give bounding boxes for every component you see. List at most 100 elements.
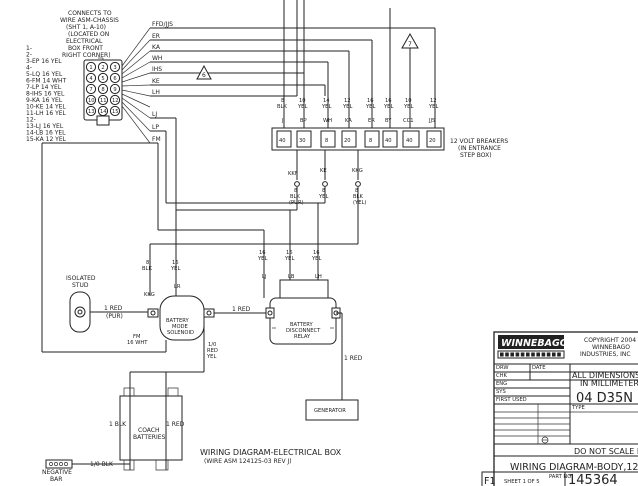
connector-pin-number: 3 xyxy=(113,65,116,71)
dimension-note: IN MILLIMETERS xyxy=(580,379,638,388)
breaker-gauge: 12 xyxy=(430,98,437,104)
breaker-color: YEL xyxy=(428,104,438,110)
solenoid-down-label: 1/0 xyxy=(208,342,216,348)
mid-color: YEL xyxy=(257,256,267,262)
batteries-wire: 1 BLK xyxy=(109,421,127,428)
legend-line: 1- xyxy=(26,45,32,52)
diagram-caption-sub: (WIRE ASM 124125-03 REV J) xyxy=(204,458,292,465)
connector-pin xyxy=(109,105,121,117)
wire-label: KE xyxy=(152,78,160,85)
title-block xyxy=(481,331,638,486)
connector-pin-number: 15 xyxy=(112,109,119,115)
batteries-wire: 1 RED xyxy=(166,421,185,428)
connector-pin-number: 2 xyxy=(101,65,104,71)
legend-line: 14-LB 16 YEL xyxy=(26,130,66,137)
logo-block xyxy=(520,352,525,357)
stud-wire-sub: (PUR) xyxy=(106,313,123,320)
generator-label: GENERATOR xyxy=(314,408,346,414)
wire-label: LH xyxy=(152,89,160,96)
breaker-gauge: 16 xyxy=(385,98,392,104)
legend-line: 15-KA 12 YEL xyxy=(26,136,67,143)
ke-gauge: 8 xyxy=(322,188,325,194)
negative-bar: NEGATIVE BAR 1/0 BLK xyxy=(42,459,130,483)
kkg-label: KKG xyxy=(352,168,363,174)
connector-pin xyxy=(97,72,109,84)
coach-batteries: COACH BATTERIES 1 BLK 1 RED xyxy=(109,371,204,471)
connector-title: CONNECTS TO WIRE ASM-CHASSIS (SHT 1, A-1… xyxy=(60,10,119,59)
left-verticals xyxy=(149,118,265,270)
logo-block xyxy=(536,352,540,357)
connector-title-line: (SHT 1, A-10) xyxy=(66,24,106,31)
breaker-wire-id: WH xyxy=(323,118,332,124)
legend-line: 6-FM 14 WHT xyxy=(26,78,67,85)
kkg-gauge: 8 xyxy=(355,188,358,194)
legend-line: 12- xyxy=(26,117,36,124)
ground-wire: 1/0 BLK xyxy=(90,461,114,468)
logo-block xyxy=(557,352,561,357)
legend-line: 3-EP 16 YEL xyxy=(26,58,62,65)
mid-gauge: 16 xyxy=(286,250,293,256)
title-field-label: ENG xyxy=(496,381,507,387)
breaker-caption: 12 VOLT BREAKERS (IN ENTRANCE STEP BOX) xyxy=(450,138,508,159)
top-feed-wires xyxy=(283,0,305,96)
breaker-gauge: 16 xyxy=(367,98,374,104)
connector-pin-number: 4 xyxy=(89,76,93,82)
breaker-wire-ids: J BP WH KA ER BY CC1 JJS xyxy=(281,118,435,124)
mid-color: YEL xyxy=(170,266,180,272)
connector-pin-number: 8 xyxy=(101,87,104,93)
connector-title-line: BOX FRONT xyxy=(68,45,103,52)
ke-color: YEL xyxy=(318,194,328,200)
isolated-stud: ISOLATED STUD 1 RED (PUR) xyxy=(66,275,148,333)
copyright-line: COPYRIGHT 2004 xyxy=(584,337,636,344)
breaker-gauge: 14 xyxy=(323,98,330,104)
winnebago-logo: WINNEBAGO xyxy=(497,335,568,359)
mid-color: YEL xyxy=(311,256,321,262)
breaker-caption-line: 12 VOLT BREAKERS xyxy=(450,138,508,145)
kkf-color: BLK xyxy=(290,194,300,200)
ground-label: NEGATIVE xyxy=(42,469,72,476)
connector-pin xyxy=(85,83,97,95)
legend-line: 10-KE 14 YEL xyxy=(26,104,66,111)
wire-label: FFD/JJS xyxy=(152,21,173,28)
logo-block xyxy=(552,352,556,357)
wire-runs xyxy=(150,27,435,144)
connector-pin xyxy=(85,94,97,106)
breaker-rating: 8 xyxy=(325,138,328,144)
connector-fan xyxy=(121,27,151,144)
breaker-wire-id: JJS xyxy=(428,118,435,124)
connector-pin xyxy=(97,105,109,117)
connector-pin-number: 12 xyxy=(112,98,119,104)
breaker-wire-id: BP xyxy=(300,118,307,124)
breaker-rating: 30 xyxy=(299,138,306,144)
kkf-label: KKF xyxy=(288,171,298,177)
breaker-rating: 8 xyxy=(369,138,372,144)
warning-triangle-icon: 6 xyxy=(196,64,212,80)
connector-pin xyxy=(85,105,97,117)
connector-pin-number: 14 xyxy=(100,109,107,115)
wire-label: WH xyxy=(152,55,162,62)
ground-label: BAR xyxy=(50,476,62,483)
connector-pin xyxy=(109,83,121,95)
breaker-wire-id: J xyxy=(281,118,284,124)
connector-pin xyxy=(97,94,109,106)
logo-block xyxy=(505,352,509,357)
breaker-color: BLK xyxy=(277,104,287,110)
logo-block xyxy=(526,352,530,357)
solenoid-label: BATTERY xyxy=(166,318,189,324)
breaker-caption-line: (IN ENTRANCE xyxy=(458,145,501,152)
relay-label: BATTERY xyxy=(290,322,313,328)
logo-block xyxy=(510,352,514,357)
breaker-feeds xyxy=(283,8,436,128)
breaker-color: YEL xyxy=(403,104,413,110)
title-field-label: DATE xyxy=(532,365,546,371)
breaker-wire-id: CC1 xyxy=(403,118,414,124)
connector-pin-number: 5 xyxy=(101,76,104,82)
mid-color: BLK xyxy=(142,266,152,272)
copyright-line: WINNEBAGO xyxy=(592,344,630,351)
drawing-number: 04 D35N xyxy=(576,391,633,406)
warning-number: 6 xyxy=(202,72,206,79)
solenoid-wire: 1 RED xyxy=(232,306,251,313)
relay-label: DISCONNECT xyxy=(286,328,321,334)
fm-label: 16 WHT xyxy=(127,340,148,346)
dimension-note: ALL DIMENSIONS AR xyxy=(572,371,638,380)
